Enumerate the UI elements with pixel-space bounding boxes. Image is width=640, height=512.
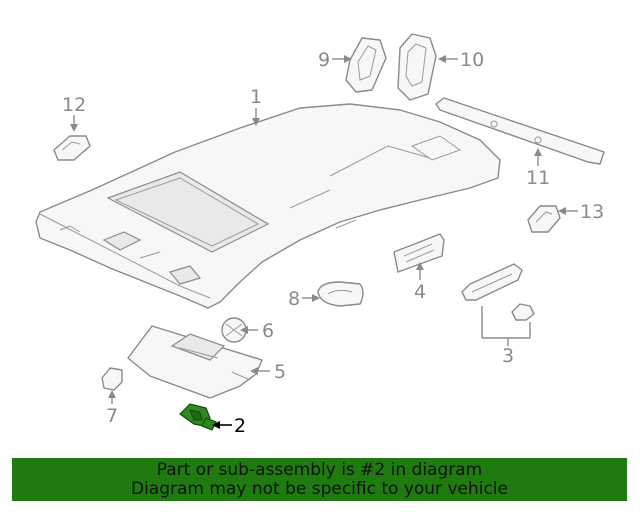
callout-1: 1 — [250, 86, 262, 126]
svg-text:6: 6 — [262, 320, 274, 342]
part-9-bracket — [345, 37, 387, 93]
banner-line-2: Diagram may not be specific to your vehi… — [130, 478, 508, 499]
part-2-highlighted — [179, 403, 217, 431]
svg-text:10: 10 — [460, 49, 484, 71]
part-7-holder — [101, 367, 123, 391]
part-10-bracket — [397, 33, 437, 101]
callout-2: 2 — [212, 415, 246, 437]
svg-text:2: 2 — [234, 415, 246, 437]
part-11-rail — [435, 97, 605, 165]
part-5-sun-visor — [127, 325, 263, 399]
svg-text:1: 1 — [250, 86, 262, 108]
part-12-clip — [53, 135, 91, 161]
callout-11: 11 — [526, 148, 550, 189]
part-3-grab-handle — [461, 263, 535, 346]
callout-3: 3 — [502, 345, 514, 367]
part-6-clip — [221, 317, 247, 343]
part-1-headliner — [35, 103, 501, 309]
part-13-clip — [527, 205, 561, 233]
svg-text:12: 12 — [62, 94, 86, 116]
callout-10: 10 — [438, 49, 484, 71]
callout-4: 4 — [414, 262, 426, 303]
callout-13: 13 — [558, 201, 604, 223]
callout-8: 8 — [288, 288, 320, 310]
callout-9: 9 — [318, 49, 352, 71]
callout-7: 7 — [106, 390, 118, 427]
svg-text:3: 3 — [502, 345, 514, 367]
svg-text:13: 13 — [580, 201, 604, 223]
part-8-lamp — [317, 281, 364, 307]
callout-5: 5 — [250, 361, 286, 383]
banner-line-1: Part or sub-assembly is #2 in diagram — [156, 459, 483, 480]
svg-text:4: 4 — [414, 281, 426, 303]
callout-6: 6 — [240, 320, 274, 342]
svg-text:8: 8 — [288, 288, 300, 310]
part-4-bracket — [393, 233, 445, 273]
svg-text:5: 5 — [274, 361, 286, 383]
info-banner: Part or sub-assembly is #2 in diagram Di… — [12, 458, 627, 501]
callout-12: 12 — [62, 94, 86, 132]
svg-text:11: 11 — [526, 167, 550, 189]
svg-text:9: 9 — [318, 49, 330, 71]
svg-text:7: 7 — [106, 405, 118, 427]
